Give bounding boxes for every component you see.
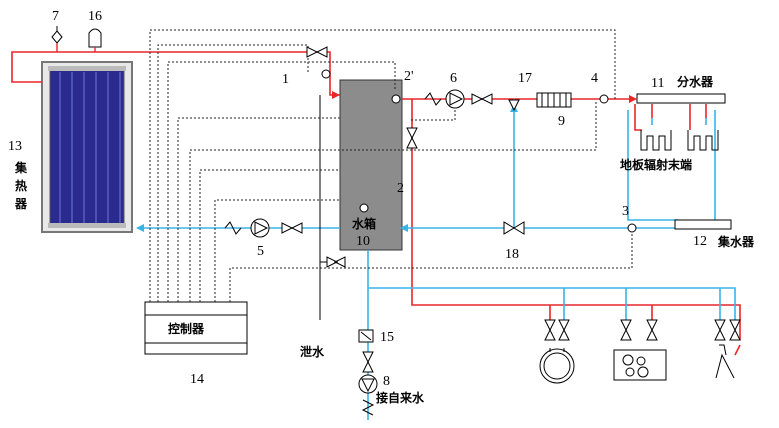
label-8: 8	[383, 374, 390, 389]
label-1: 1	[282, 72, 289, 87]
label-10: 10	[356, 234, 370, 249]
label-floor-heating: 地板辐射末端	[620, 157, 692, 172]
label-6: 6	[450, 71, 457, 86]
label-distributor: 分水器	[677, 74, 714, 89]
label-16: 16	[88, 9, 102, 24]
pumps	[250, 89, 465, 394]
sink-fixture	[539, 348, 575, 384]
label-12: 12	[693, 234, 707, 249]
label-2: 2	[397, 181, 404, 196]
solar-collector	[41, 61, 133, 233]
water-meter	[358, 329, 374, 343]
label-collector-1: 集	[14, 160, 28, 175]
label-9: 9	[558, 114, 565, 129]
label-3: 3	[622, 204, 629, 219]
water-collector-bar	[674, 219, 732, 230]
control-wires	[149, 29, 633, 302]
floor-heating-coils	[640, 130, 719, 151]
heat-exchanger	[536, 92, 572, 108]
label-15: 15	[380, 330, 394, 345]
label-tap-water: 接自来水	[376, 390, 425, 405]
label-5: 5	[257, 244, 264, 259]
sensors	[321, 69, 637, 233]
label-collector-2: 热	[15, 178, 27, 193]
label-14: 14	[190, 372, 204, 387]
label-tank: 水箱	[352, 216, 376, 231]
expansion-tank-16	[88, 28, 102, 52]
shower-fixture	[715, 344, 735, 379]
water-tank	[339, 79, 403, 251]
water-distributor-bar	[636, 93, 726, 104]
label-manifold-return: 集水器	[717, 234, 755, 249]
label-11: 11	[651, 76, 664, 91]
label-7: 7	[52, 9, 59, 24]
label-2-prime: 2'	[404, 69, 414, 84]
air-vent-7	[51, 26, 63, 52]
stove-fixture	[613, 349, 667, 381]
label-collector-3: 器	[14, 197, 28, 211]
label-13: 13	[8, 139, 22, 154]
label-controller: 控制器	[168, 321, 205, 336]
label-drain: 泄水	[300, 344, 325, 359]
label-17: 17	[518, 71, 532, 86]
check-valves	[224, 92, 442, 416]
label-18: 18	[505, 247, 519, 262]
valves	[281, 46, 741, 373]
label-4: 4	[591, 71, 598, 86]
controller-box	[144, 301, 248, 355]
drain-line	[319, 95, 340, 320]
